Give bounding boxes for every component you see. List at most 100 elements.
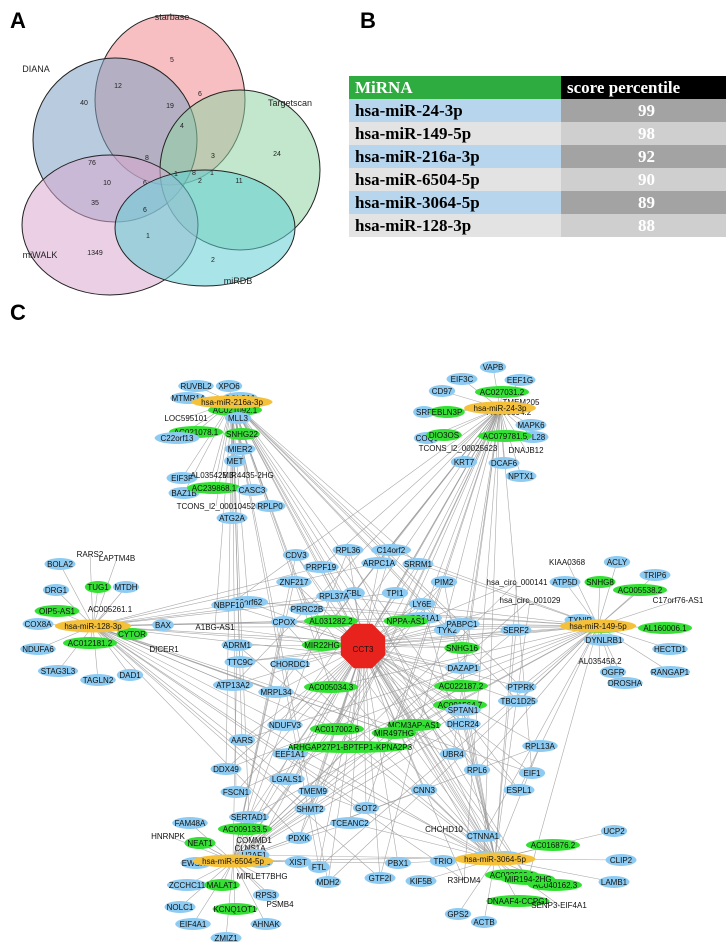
node-shape bbox=[211, 599, 247, 611]
node-label: DROSHA bbox=[608, 679, 643, 688]
network-edge bbox=[92, 625, 485, 858]
network-node-gene: RUVBL2 bbox=[178, 380, 214, 392]
network-node-lnc: SNHG16 bbox=[444, 642, 480, 654]
node-shape bbox=[402, 558, 434, 570]
node-label: DNAAF4-CCPG1 bbox=[487, 897, 549, 906]
node-label: PIM2 bbox=[435, 578, 454, 587]
network-node-lnc: MIR497HG bbox=[371, 727, 417, 739]
node-label: DAD1 bbox=[119, 671, 141, 680]
venn-set-label: Targetscan bbox=[268, 98, 312, 108]
node-shape bbox=[364, 872, 396, 884]
node-shape bbox=[116, 669, 144, 681]
node-label: AC079781.5 bbox=[483, 432, 528, 441]
node-label: AC009133.5 bbox=[223, 825, 268, 834]
node-label: MIER2 bbox=[228, 445, 253, 454]
node-label: AL031282.2 bbox=[309, 617, 353, 626]
node-shape bbox=[308, 861, 330, 873]
node-shape bbox=[289, 603, 325, 615]
network-node-text: DICER1 bbox=[149, 645, 179, 654]
network-node-gene: RPL6 bbox=[463, 764, 491, 776]
node-shape bbox=[42, 584, 70, 596]
venn-count: 8 bbox=[192, 170, 196, 177]
node-shape bbox=[445, 704, 481, 716]
network-node-lnc: SNHG22 bbox=[224, 428, 260, 440]
node-label: ARHGAP27P1-BPTFP1-KPNA2P3 bbox=[288, 743, 413, 752]
network-edge bbox=[379, 407, 501, 879]
node-label: MRPL34 bbox=[260, 688, 292, 697]
network-node-gene: DAZAP1 bbox=[445, 662, 481, 674]
network-edge bbox=[318, 645, 364, 868]
node-shape bbox=[470, 916, 498, 928]
node-label: COQ9 bbox=[416, 434, 439, 443]
network-node-gene: RPL37A bbox=[316, 590, 352, 602]
node-shape bbox=[584, 576, 616, 588]
interaction-network: RUVBL2XPO6MTMR14COL3A1AC021092.1LOC59510… bbox=[20, 361, 704, 942]
node-label: R3HDM4 bbox=[448, 876, 481, 885]
node-label: ACLY bbox=[607, 558, 628, 567]
network-edge bbox=[566, 561, 599, 627]
venn-count: 8 bbox=[145, 155, 149, 162]
node-label: TCONS_l2_00025623 bbox=[419, 444, 498, 453]
node-shape bbox=[583, 634, 625, 646]
venn-set-label: starbase bbox=[155, 12, 190, 22]
node-shape bbox=[600, 825, 628, 837]
mirna-hub-shape bbox=[54, 619, 132, 633]
node-label: DIO3OS bbox=[429, 431, 459, 440]
hub-label: CCT3 bbox=[353, 645, 374, 654]
node-label: CD97 bbox=[432, 387, 453, 396]
network-node-gene: ESPL1 bbox=[503, 784, 535, 796]
node-label: MIR4435-2HG bbox=[222, 471, 274, 480]
node-label: TBC1D25 bbox=[500, 697, 536, 706]
network-node-gene: AHNAK bbox=[250, 918, 282, 930]
network-edge bbox=[231, 401, 419, 565]
venn-count: 1 bbox=[146, 233, 150, 240]
network-node-gene: XIST bbox=[284, 856, 312, 868]
venn-count: 6 bbox=[198, 91, 202, 98]
network-node-text: HNRNPK bbox=[151, 832, 185, 841]
node-label: CPOX bbox=[273, 618, 296, 627]
node-shape bbox=[445, 662, 481, 674]
network-node-gene: VAPB bbox=[479, 361, 507, 373]
network-node-lnc: MIR22HG bbox=[301, 639, 343, 651]
network-edge bbox=[461, 407, 501, 649]
network-edge bbox=[231, 401, 364, 647]
node-label: AC027031.2 bbox=[480, 388, 525, 397]
header-score-percentile: score percentile bbox=[561, 76, 726, 99]
node-shape bbox=[463, 764, 491, 776]
node-label: FSCN1 bbox=[223, 788, 250, 797]
network-node-gene: HECTD1 bbox=[652, 643, 688, 655]
network-edge bbox=[231, 401, 392, 551]
network-node-gene: NBPF10 bbox=[211, 599, 247, 611]
network-edge bbox=[312, 790, 496, 860]
node-shape bbox=[154, 432, 200, 444]
node-label: SERF2 bbox=[503, 626, 529, 635]
node-label: SPTAN1 bbox=[448, 706, 479, 715]
network-edge bbox=[306, 608, 599, 627]
network-edge bbox=[349, 822, 496, 860]
network-node-text: KIAA0368 bbox=[549, 558, 586, 567]
node-shape bbox=[252, 889, 280, 901]
network-node-lnc: DIO3OS bbox=[426, 429, 462, 441]
node-shape bbox=[598, 876, 630, 888]
network-node-gene: UBR4 bbox=[439, 748, 467, 760]
node-label: CHCHD10 bbox=[425, 825, 463, 834]
network-edge bbox=[231, 401, 448, 631]
node-shape bbox=[22, 618, 54, 630]
node-label: VAPB bbox=[483, 363, 504, 372]
network-node-gene: RPLP0 bbox=[254, 500, 286, 512]
node-shape bbox=[303, 561, 339, 573]
node-shape bbox=[187, 482, 241, 494]
mirna-hub-node: hsa-miR-216a-3p bbox=[191, 395, 273, 409]
mirna-hub-node: hsa-miR-6504-5p bbox=[192, 854, 274, 868]
node-shape bbox=[515, 419, 547, 431]
node-label: LAMB1 bbox=[601, 878, 628, 887]
network-node-gene: RPL13A bbox=[522, 740, 558, 752]
node-label: TCEANC2 bbox=[331, 819, 369, 828]
node-label: TPI1 bbox=[387, 589, 404, 598]
network-node-lnc: AC012181.2 bbox=[63, 637, 117, 649]
node-label: DYNLRB1 bbox=[586, 636, 623, 645]
node-shape bbox=[638, 622, 692, 634]
network-edge bbox=[232, 549, 349, 862]
node-label: SRRM1 bbox=[404, 560, 433, 569]
node-shape bbox=[254, 500, 286, 512]
